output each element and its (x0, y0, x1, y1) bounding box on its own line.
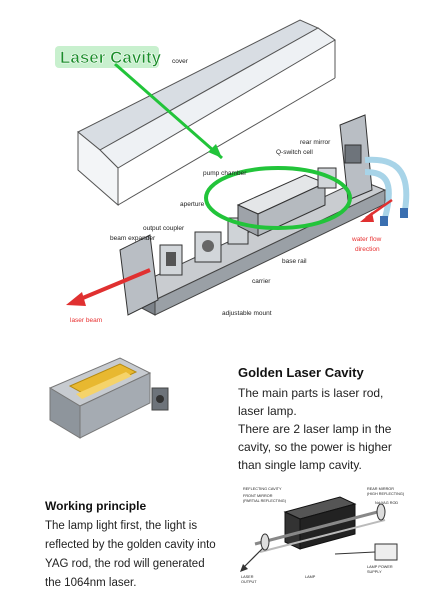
working-principle-line: The lamp light first, the light is (45, 520, 198, 532)
label-qswitch: Q-switch cell (276, 149, 313, 156)
schematic-label-front-mirror-sub: (PARTIAL REFLECTING) (243, 499, 287, 503)
working-principle-line: YAG rod, the rod will generated (45, 558, 205, 570)
pump-chamber-unit (236, 174, 327, 237)
label-pump-chamber: pump chamber (203, 170, 247, 177)
label-laser-beam: laser beam (70, 317, 102, 324)
schematic-label-lamp: LAMP (305, 575, 316, 579)
schematic-label-rear-mirror-sub: (HIGH REFLECTING) (367, 492, 405, 496)
label-aperture: aperture (180, 201, 205, 208)
schematic-label-nd-yag-rod: Nd:YAG ROD (375, 501, 398, 505)
water-flow-arrow (360, 198, 393, 222)
working-principle-line: the 1064nm laser. (45, 577, 137, 589)
label-beam-expander: beam expander (110, 235, 156, 242)
label-cover: cover (172, 58, 189, 65)
golden-cavity-line: The main parts is laser rod, (238, 386, 384, 400)
golden-cavity-description: Golden Laser Cavity The main parts is la… (238, 365, 423, 474)
schematic-label-front-mirror: FRONT MIRROR (243, 494, 273, 498)
golden-cavity-line: than single lamp cavity. (238, 458, 362, 472)
working-principle-description: Working principle The lamp light first, … (45, 499, 230, 593)
laser-cavity-diagram: Laser Cavity cover rear mirror Q-switch … (55, 19, 410, 324)
schematic-label-reflecting-cavity: REFLECTING CAVITY (243, 487, 282, 491)
label-carrier: carrier (252, 278, 271, 285)
schematic-label-laser-output-2: OUTPUT (241, 580, 257, 584)
label-adjustable-mount: adjustable mount (222, 310, 272, 317)
golden-cavity-photo (48, 357, 169, 439)
golden-cavity-title: Golden Laser Cavity (238, 365, 364, 380)
cavity-highlight-ellipse (204, 166, 352, 230)
callout-arrow (114, 62, 223, 160)
golden-cavity-line: cavity, so the power is higher (238, 440, 392, 454)
rear-end-plate (339, 114, 373, 201)
schematic-label-laser-output: LASER (241, 575, 254, 579)
beam-expander-unit (159, 244, 183, 276)
output-coupler-unit (194, 231, 222, 263)
callout-label: Laser Cavity (60, 48, 162, 67)
schematic-label-lamp-power: LAMP POWER (367, 565, 393, 569)
schematic-label-lamp-power-supply: SUPPLY (367, 570, 382, 574)
label-water-flow: water flow (351, 236, 382, 243)
label-output-coupler: output coupler (143, 225, 185, 232)
label-base-rail: base rail (282, 258, 307, 265)
water-hoses (364, 156, 410, 226)
cover-shell (77, 19, 336, 207)
laser-beam-arrow (66, 268, 151, 306)
laser-schematic: REFLECTING CAVITY FRONT MIRROR (PARTIAL … (240, 487, 405, 584)
schematic-label-rear-mirror: REAR MIRROR (367, 487, 394, 491)
working-principle-title: Working principle (45, 499, 147, 513)
working-principle-line: reflected by the golden cavity into (45, 539, 216, 551)
golden-cavity-line: There are 2 laser lamp in the (238, 422, 392, 436)
label-water-direction: direction (355, 246, 380, 253)
label-rear-mirror: rear mirror (300, 139, 331, 146)
golden-cavity-line: laser lamp. (238, 404, 297, 418)
